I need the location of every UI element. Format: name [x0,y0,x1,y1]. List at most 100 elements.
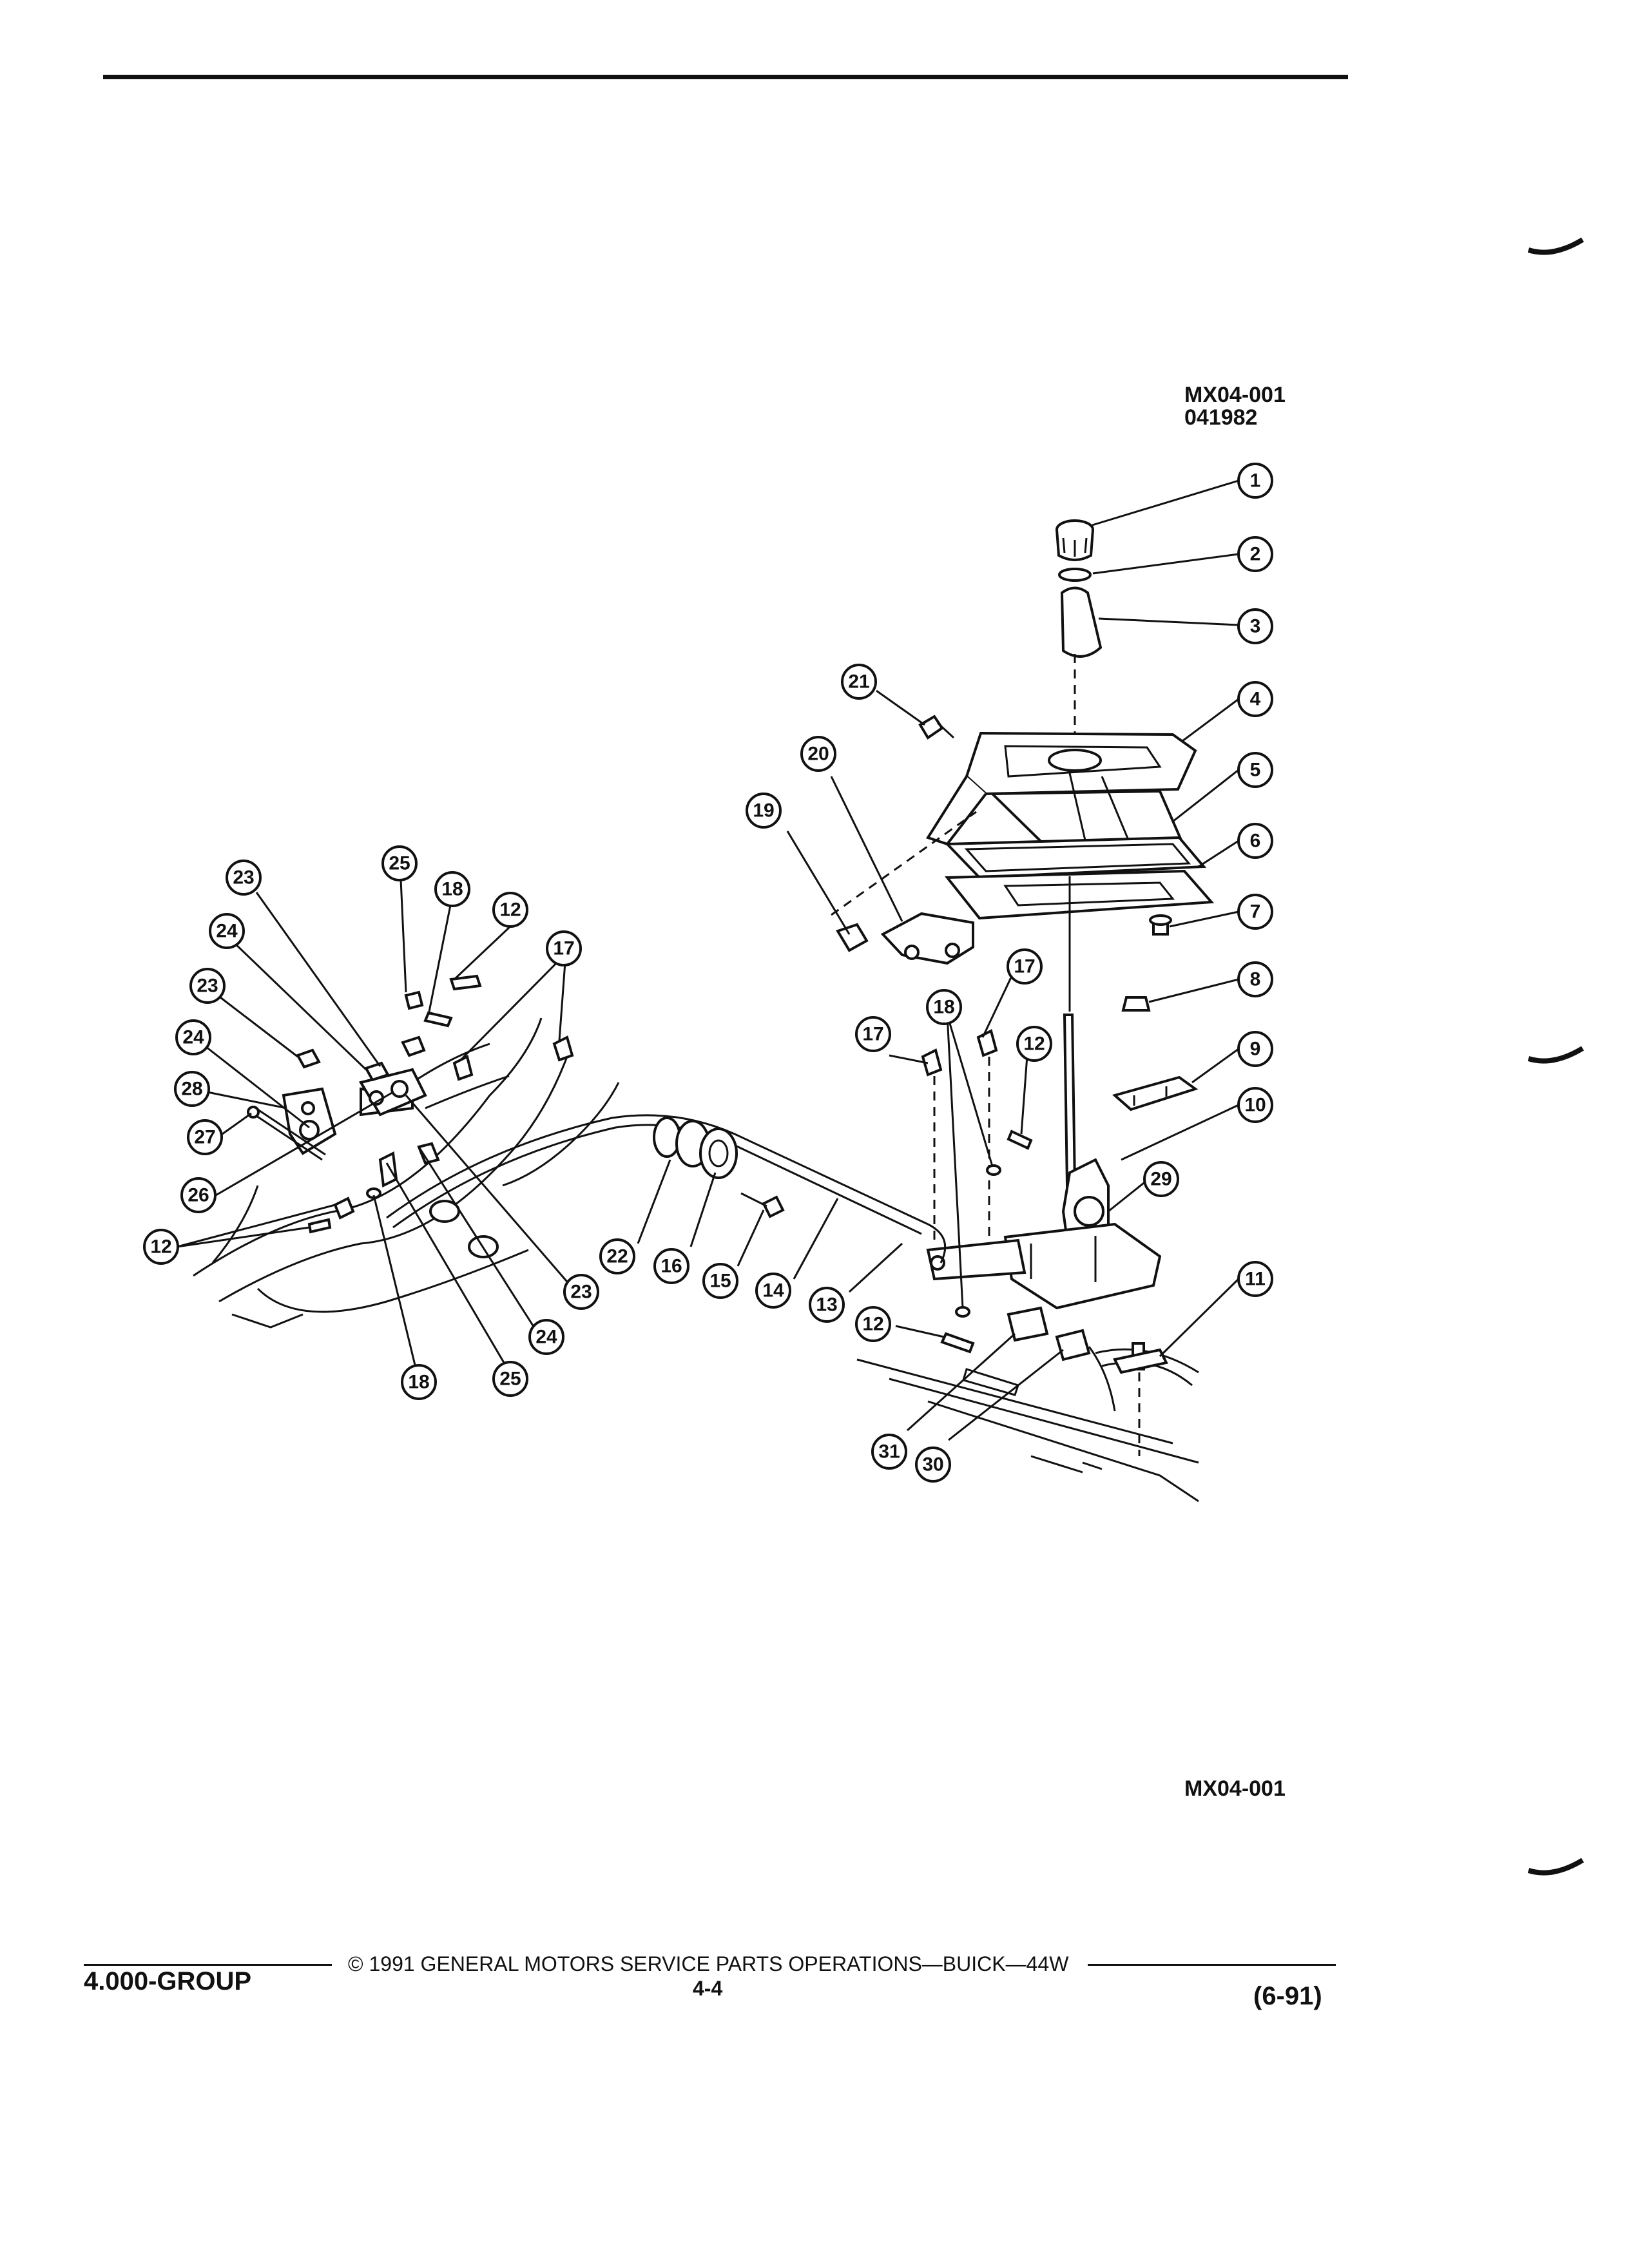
callout-17-left: 17 [855,1016,891,1052]
shift-knob [1060,586,1103,658]
callout-1: 1 [1237,463,1273,499]
cable-grommet [653,1117,738,1179]
svg-text:17: 17 [553,938,574,959]
svg-text:13: 13 [816,1294,837,1316]
callout-27: 27 [187,1119,223,1155]
svg-text:6: 6 [1250,831,1261,852]
figure-code-number: 041982 [1184,405,1258,430]
svg-text:18: 18 [933,997,954,1018]
callout-2: 2 [1237,536,1273,572]
svg-text:14: 14 [762,1280,784,1302]
detent-spring-bracket [1112,1075,1199,1111]
svg-text:2: 2 [1250,544,1261,565]
svg-text:16: 16 [660,1256,682,1277]
linkage-clips [404,974,574,1081]
svg-text:1: 1 [1250,470,1261,492]
callout-4: 4 [1237,681,1273,717]
floor-pan [856,1348,1199,1503]
callout-3: 3 [1237,608,1273,644]
svg-text:12: 12 [499,899,521,921]
svg-text:25: 25 [499,1369,521,1390]
callout-12-lower: 12 [855,1306,891,1342]
footer-rule-right [1088,1964,1336,1966]
callout-23-top: 23 [226,860,262,896]
callout-24-bottom: 24 [528,1319,564,1355]
svg-text:25: 25 [389,853,410,874]
svg-text:18: 18 [441,879,463,900]
callout-17-top: 17 [546,930,582,966]
svg-text:21: 21 [848,671,869,693]
footer-copyright: © 1991 GENERAL MOTORS SERVICE PARTS OPER… [348,1952,1069,1975]
svg-text:8: 8 [1250,969,1261,990]
callout-29: 29 [1143,1161,1179,1197]
header-rule [103,75,1348,79]
callout-11: 11 [1237,1261,1273,1297]
svg-text:24: 24 [182,1027,204,1048]
svg-text:31: 31 [878,1441,900,1463]
callout-31: 31 [871,1434,907,1470]
svg-text:23: 23 [570,1282,592,1303]
callout-22: 22 [599,1238,635,1274]
svg-text:5: 5 [1250,760,1261,781]
callout-5: 5 [1237,752,1273,788]
svg-text:19: 19 [753,800,774,822]
callout-24-top: 24 [209,913,245,949]
transmission-housing [193,1017,620,1329]
svg-text:4: 4 [1250,689,1261,710]
svg-text:30: 30 [922,1454,943,1475]
svg-text:12: 12 [862,1314,883,1335]
callout-23-bottom: 23 [563,1274,599,1310]
linkage-studs [307,1142,499,1258]
binder-edge-mark [1527,1858,1585,1876]
svg-text:23: 23 [197,975,218,997]
callout-30: 30 [915,1446,951,1483]
svg-text:29: 29 [1150,1169,1171,1190]
lever-clips [940,1129,1033,1354]
console-bezel [925,731,1197,846]
svg-text:18: 18 [408,1372,429,1393]
lever-nut [1121,996,1151,1012]
figure-code-top: MX04-001 [1184,383,1286,407]
svg-text:28: 28 [181,1079,202,1100]
callout-20: 20 [800,736,836,772]
svg-text:22: 22 [606,1246,628,1267]
svg-text:17: 17 [862,1024,883,1045]
callout-17-right: 17 [1007,948,1043,985]
callout-21: 21 [841,664,877,700]
callout-24-left: 24 [175,1019,211,1055]
svg-text:3: 3 [1250,616,1261,637]
svg-text:26: 26 [188,1185,209,1206]
cable-bracket-clips [921,1029,998,1244]
leader-lines [177,479,1240,1441]
svg-text:9: 9 [1250,1039,1261,1060]
callout-15: 15 [702,1263,738,1299]
svg-text:15: 15 [709,1271,731,1292]
grommet-bolt [740,1192,785,1218]
callout-18-bottom: 18 [401,1364,437,1400]
figure-code-bottom: MX04-001 [1184,1776,1286,1801]
svg-text:10: 10 [1244,1095,1266,1116]
callout-12-upper: 12 [1016,1026,1052,1062]
callout-12-left: 12 [143,1229,179,1265]
callout-7: 7 [1237,894,1273,930]
callout-12-top: 12 [492,892,528,928]
svg-text:12: 12 [1023,1033,1045,1055]
callout-18-right: 18 [926,989,962,1025]
svg-text:24: 24 [535,1327,557,1348]
knob-retainer-ring [1058,568,1092,582]
linkage-nuts [296,1035,426,1140]
callout-13: 13 [809,1287,845,1323]
svg-text:20: 20 [807,744,829,765]
callout-10: 10 [1237,1087,1273,1123]
shift-lever [1063,876,1077,1187]
callout-9: 9 [1237,1031,1273,1067]
callout-26: 26 [180,1177,217,1213]
binder-edge-mark [1527,237,1585,255]
callout-14: 14 [755,1273,791,1309]
callout-8: 8 [1237,961,1273,997]
base-stud [1113,1342,1168,1456]
svg-text:12: 12 [150,1236,171,1258]
svg-text:17: 17 [1014,956,1035,977]
